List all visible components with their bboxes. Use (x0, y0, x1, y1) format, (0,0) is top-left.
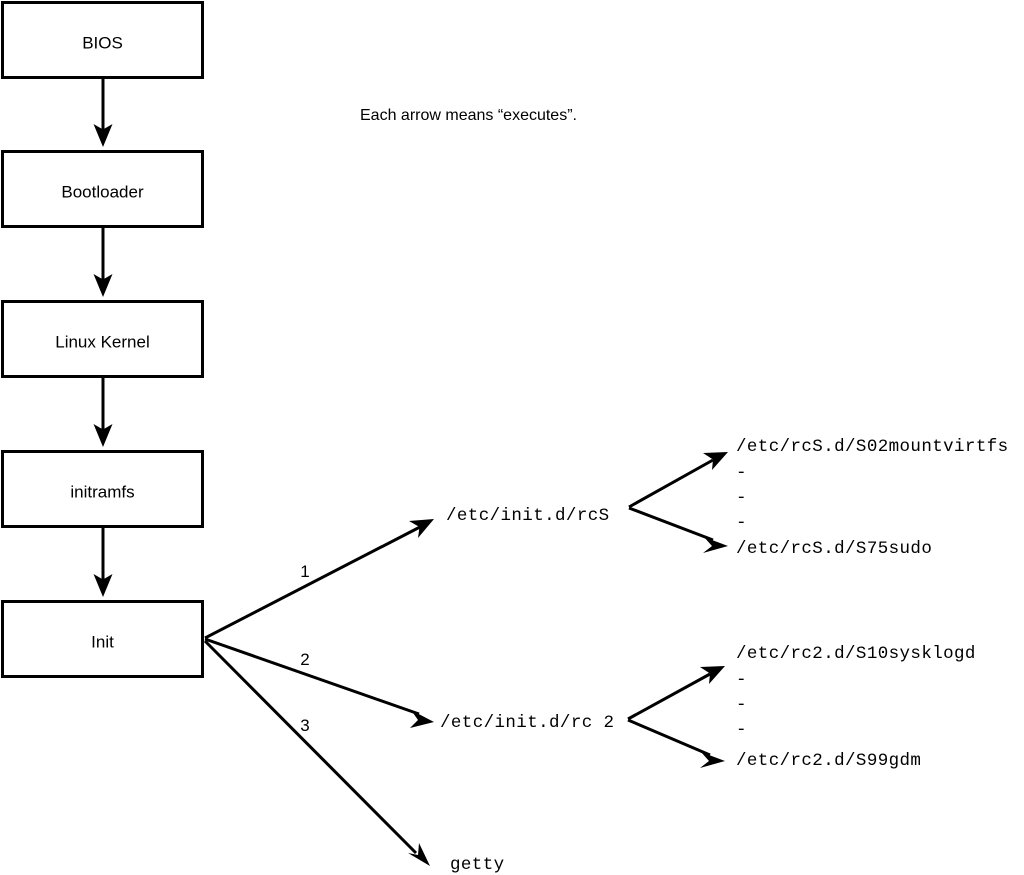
node-initramfs[interactable]: initramfs (1, 450, 204, 528)
arrow-bootloader-to-kernel (93, 227, 113, 297)
node-init-label: Init (91, 632, 114, 651)
label-rc2-first-script[interactable]: /etc/rc2.d/S10sysklogd (736, 644, 976, 664)
arrow-rcs-to-last-script (628, 506, 728, 553)
node-init-box (1, 600, 204, 678)
node-linux-kernel-label: Linux Kernel (55, 332, 150, 351)
node-bios-box (1, 1, 204, 79)
node-initramfs-label: initramfs (70, 482, 134, 501)
arrow-rcs-to-first-script (628, 452, 728, 509)
arrow-bios-to-bootloader (93, 78, 113, 147)
arrow-kernel-to-initramfs (93, 377, 113, 447)
branch-number-3: 3 (300, 716, 309, 735)
rcs-ellipsis-dash-1: - (736, 463, 747, 483)
node-bios-label: BIOS (82, 33, 123, 52)
node-bios[interactable]: BIOS (1, 1, 204, 79)
node-linux-kernel-box (1, 300, 204, 378)
node-initramfs-box (1, 450, 204, 528)
rc2-ellipsis-dash-3: - (736, 720, 747, 740)
rc2-ellipsis-dash-2: - (736, 695, 747, 715)
node-bootloader-box (1, 150, 204, 228)
arrow-init-branch-3 (203, 639, 430, 866)
rcs-ellipsis-dash-2: - (736, 488, 747, 508)
arrow-init-branch-1 (204, 519, 434, 640)
branch-number-1: 1 (300, 562, 309, 581)
node-init[interactable]: Init (1, 600, 204, 678)
label-init-d-rc2[interactable]: /etc/init.d/rc 2 (440, 713, 614, 733)
arrow-rc2-to-last-script (627, 718, 725, 768)
label-getty[interactable]: getty (450, 855, 505, 875)
diagram-caption: Each arrow means “executes”. (360, 107, 577, 124)
node-linux-kernel[interactable]: Linux Kernel (1, 300, 204, 378)
arrow-initramfs-to-init (93, 527, 113, 597)
rcs-ellipsis-dash-3: - (736, 513, 747, 533)
arrow-init-branch-2 (204, 637, 434, 728)
arrow-rc2-to-first-script (627, 666, 725, 721)
label-rc2-last-script[interactable]: /etc/rc2.d/S99gdm (736, 751, 921, 771)
node-bootloader-label: Bootloader (61, 182, 144, 201)
branch-number-2: 2 (300, 650, 309, 669)
label-rcs-last-script[interactable]: /etc/rcS.d/S75sudo (736, 539, 932, 559)
node-bootloader[interactable]: Bootloader (1, 150, 204, 228)
label-init-d-rcs[interactable]: /etc/init.d/rcS (446, 506, 610, 526)
label-rcs-first-script[interactable]: /etc/rcS.d/S02mountvirtfs (736, 437, 1009, 457)
rc2-ellipsis-dash-1: - (736, 670, 747, 690)
